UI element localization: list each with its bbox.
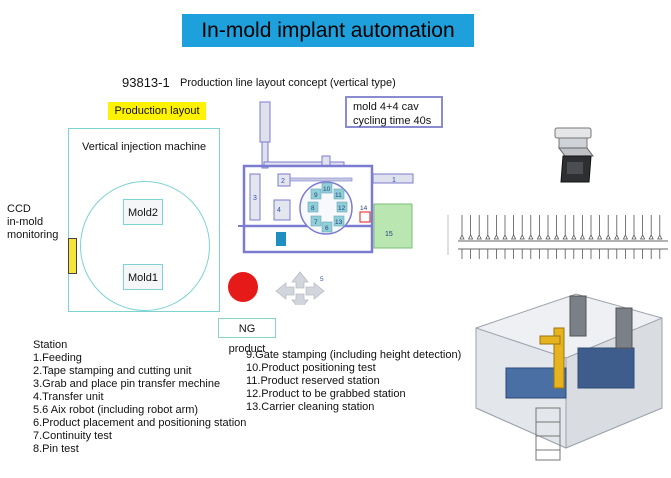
label-5: 5 [320, 276, 324, 283]
mold-cavity-text: mold 4+4 cav [353, 101, 419, 113]
label-1: 1 [392, 177, 396, 184]
pin-mark [562, 215, 568, 259]
pin-mark [510, 215, 517, 259]
pin-mark [519, 215, 525, 259]
station-list-item: 1.Feeding [33, 352, 82, 364]
station-9 [310, 188, 322, 200]
station-list-item: 4.Transfer unit [33, 391, 104, 403]
station-list-item: 13.Carrier cleaning station [246, 401, 375, 413]
label-2: 2 [281, 178, 285, 185]
station-3d-illustration [475, 293, 663, 461]
layout-frame [242, 164, 374, 254]
label-13: 13 [335, 219, 343, 226]
label-15: 15 [385, 231, 393, 238]
station-14 [359, 211, 371, 223]
document-code: 93813-1 [122, 75, 170, 90]
layout-drawing: 1 2 3 4 8 9 10 11 12 13 6 7 14 15 [238, 101, 414, 305]
pin-mark [596, 215, 603, 259]
station-list-item: 9.Gate stamping (including height detect… [246, 349, 462, 361]
ccd-line-1: CCD [7, 203, 31, 215]
station-11 [333, 188, 345, 200]
label-11: 11 [335, 192, 342, 199]
pin-mark [614, 215, 620, 259]
station-list-item: 12.Product to be grabbed station [246, 388, 406, 400]
pin-mark [493, 215, 500, 259]
pin-mark [571, 215, 577, 259]
pin-mark [579, 215, 586, 259]
label-12: 12 [338, 205, 346, 212]
station-13 [333, 215, 345, 227]
injection-machine-outline [68, 128, 220, 312]
station-list-item: 8.Pin test [33, 443, 79, 455]
pin-mark [459, 215, 465, 259]
pin-mark [631, 215, 637, 259]
mold-info-box: mold 4+4 cav cycling time 40s [345, 96, 443, 128]
station-list-item: 6.Product placement and positioning stat… [33, 417, 247, 429]
station-8 [307, 201, 319, 213]
station-list-item: 10.Product positioning test [246, 362, 376, 374]
station-10 [321, 182, 333, 194]
pin-mark [536, 215, 543, 259]
direction-arrows-icon [275, 271, 325, 305]
feeder-block [321, 155, 331, 167]
station-4 [273, 199, 291, 221]
station-3 [249, 173, 261, 221]
mold-1: Mold1 [123, 264, 163, 290]
station-7 [310, 215, 322, 227]
station-list-right: 9.Gate stamping (including height detect… [246, 349, 461, 414]
mold-2: Mold2 [123, 199, 163, 225]
pin-mark [648, 215, 654, 259]
pin-mark [639, 215, 646, 259]
pin-mark [622, 215, 629, 259]
injection-machine-label: Vertical injection machine [82, 141, 207, 153]
station-list-item: 11.Product reserved station [246, 375, 380, 387]
pin-strip-drawing [447, 215, 668, 259]
station-list-item: 5.6 Aix robot (including robot arm) [33, 404, 199, 416]
station-list-item: 2.Tape stamping and cutting unit [33, 365, 192, 377]
pin-mark [588, 215, 594, 259]
gripper-illustration [554, 127, 594, 183]
pin-mark [485, 215, 491, 259]
pin-mark [657, 215, 663, 259]
label-8: 8 [311, 205, 315, 212]
label-9: 9 [314, 192, 318, 199]
pin-mark [467, 215, 474, 259]
ng-product-bin [228, 272, 258, 302]
pin-mark [545, 215, 551, 259]
cycle-time-text: cycling time 40s [353, 115, 432, 127]
station-6 [321, 221, 333, 233]
ccd-line-3: monitoring [7, 229, 59, 241]
pin-mark [605, 215, 611, 259]
station-15 [373, 203, 413, 249]
station-list-left: Station 1.Feeding 2.Tape stamping and cu… [33, 339, 246, 456]
pin-mark [553, 215, 560, 259]
rotary-table-circle [80, 181, 210, 311]
station-list-item: 7.Continuity test [33, 430, 112, 442]
pin-mark [502, 215, 508, 259]
label-4: 4 [277, 207, 281, 214]
feeder-arm [261, 141, 269, 169]
station-list-item: 3.Grab and place pin transfer mechine [33, 378, 221, 390]
page-title: In-mold implant automation [182, 14, 474, 47]
ng-product-label: NG product [218, 318, 276, 355]
label-10: 10 [323, 186, 331, 193]
production-layout-label: Production layout [108, 102, 206, 120]
label-7: 7 [314, 219, 318, 226]
document-description: Production line layout concept (vertical… [180, 77, 396, 89]
ccd-monitoring-label: CCD in-mold monitoring [7, 203, 58, 242]
label-14: 14 [360, 205, 368, 212]
ccd-line-2: in-mold [7, 216, 44, 228]
station-12 [336, 201, 348, 213]
label-3: 3 [253, 195, 257, 202]
feeder-reel [259, 101, 271, 143]
station-list-item: Station [33, 339, 68, 351]
pin-mark [476, 215, 482, 259]
label-6: 6 [325, 225, 329, 232]
pin-mark [528, 215, 534, 259]
station-1-feeding [372, 173, 414, 184]
blue-unit [276, 232, 286, 246]
ccd-camera-bar [68, 238, 77, 274]
